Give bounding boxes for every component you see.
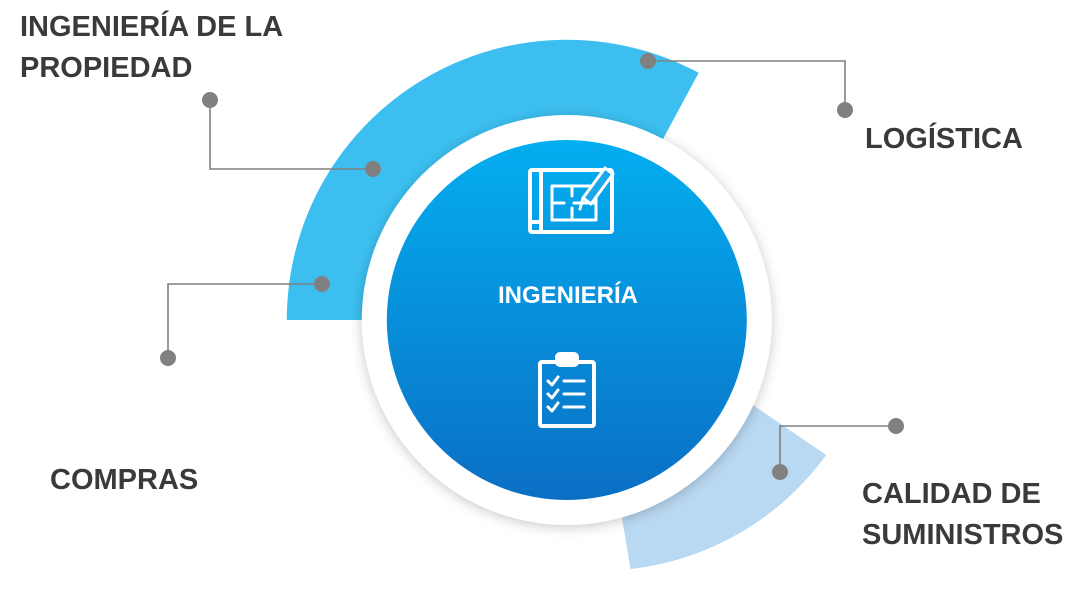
connector-dot bbox=[365, 161, 381, 177]
connector-dot bbox=[772, 464, 788, 480]
label-calidad-suministros: CALIDAD DE SUMINISTROS bbox=[862, 474, 1063, 556]
connector-dot bbox=[888, 418, 904, 434]
connector-ingenieria-propiedad bbox=[209, 100, 373, 170]
center-circle bbox=[386, 140, 747, 500]
label-line: INGENIERÍA DE LA bbox=[20, 11, 284, 43]
label-line: SUMINISTROS bbox=[862, 519, 1064, 551]
connector-dot bbox=[837, 102, 853, 118]
connector-dot bbox=[160, 350, 176, 366]
center-title: INGENIERÍA bbox=[497, 282, 638, 309]
connector-dot bbox=[202, 92, 218, 108]
secondary-arc-band bbox=[612, 384, 827, 569]
label-line: CALIDAD DE bbox=[862, 478, 1041, 510]
connector-dot bbox=[640, 53, 656, 69]
label-ingenieria-propiedad: INGENIERÍA DE LA PROPIEDAD bbox=[20, 7, 283, 89]
blueprint-icon bbox=[528, 166, 615, 234]
connector-dot bbox=[314, 276, 330, 292]
connector-calidad bbox=[779, 425, 896, 472]
label-logistica: LOGÍSTICA bbox=[865, 123, 1023, 155]
connector-logistica bbox=[648, 60, 846, 110]
connector-dots bbox=[160, 53, 904, 480]
clipboard-checklist-icon bbox=[538, 352, 596, 428]
label-line: PROPIEDAD bbox=[20, 52, 193, 84]
label-compras: COMPRAS bbox=[50, 464, 199, 496]
connector-compras bbox=[167, 283, 322, 358]
connectors bbox=[167, 60, 896, 472]
